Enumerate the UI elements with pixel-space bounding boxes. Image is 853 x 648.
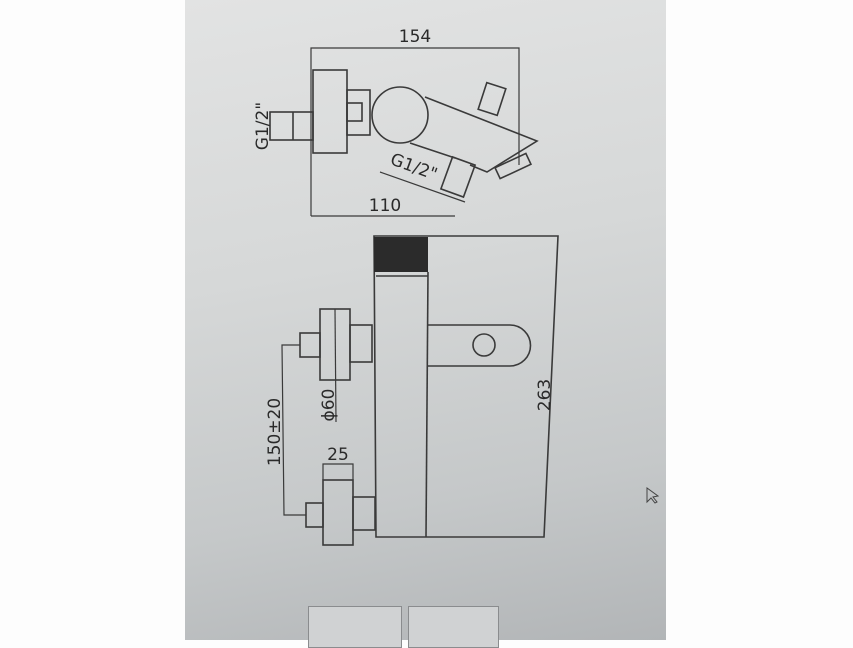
dimension-150-line [281,344,306,516]
spout-body [424,96,539,173]
lower-flange [322,479,354,546]
outlet-connector [439,155,477,199]
aerator [493,152,533,180]
body-outline [373,235,559,538]
mouse-cursor-icon [646,487,660,504]
dimension-263-label: 263 [535,379,555,411]
outlet-thread-label: G1/2" [388,150,440,185]
diverter-knob [472,333,496,357]
dimension-150-label: 150±20 [265,398,285,466]
dimension-154-line [310,47,520,216]
screen-display: 154 110 G1/2" G1/2" 150±20 ϕ60 [185,0,666,648]
diverter-lever [428,324,532,367]
dimension-25-label: 25 [327,445,349,465]
lower-stem [305,502,324,528]
thumbnail-1[interactable] [308,606,402,648]
inlet-thread-label: G1/2" [253,102,273,150]
lower-nut [352,496,376,531]
wall-flange [312,69,348,154]
side-view: 150±20 ϕ60 25 263 [265,235,559,546]
upper-nut [349,324,373,363]
technical-drawing: 154 110 G1/2" G1/2" 150±20 ϕ60 [253,27,660,546]
cartridge-body [371,86,429,144]
dimension-phi60-label: ϕ60 [319,389,339,422]
nut [346,89,371,136]
inlet-pipe [269,111,314,141]
handle-knurled-top [374,237,428,272]
upper-stem [299,332,321,358]
dimension-154-label: 154 [399,27,431,47]
lever-handle [477,81,507,117]
thumbnail-2[interactable] [408,606,499,648]
top-view: 154 110 G1/2" G1/2" [253,27,539,217]
dimension-110-label: 110 [369,196,401,216]
